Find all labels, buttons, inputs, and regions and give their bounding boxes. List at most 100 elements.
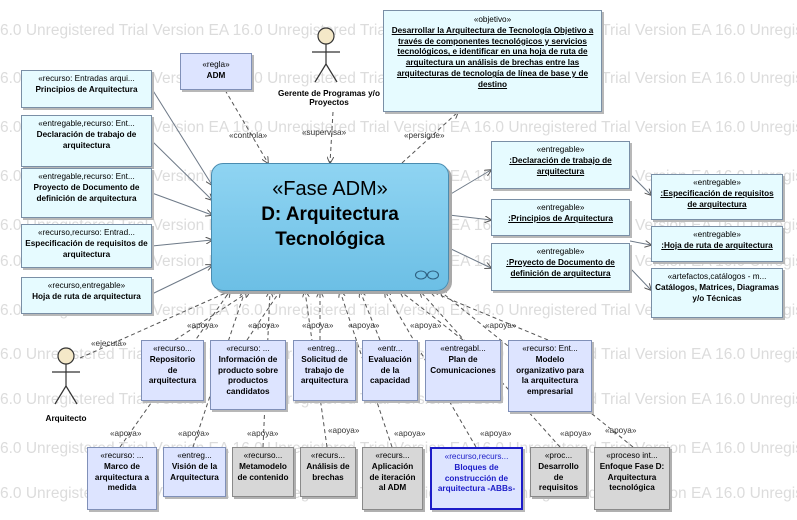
actor-arquitecto-icon (52, 347, 80, 405)
actor-gerente-icon (312, 27, 340, 83)
output-name: :Especificación de requisitos de arquite… (660, 188, 774, 209)
apoya-connector (440, 291, 634, 448)
output-stereotype: «entregable» (693, 178, 741, 187)
output-catalogos[interactable]: «artefactos,catálogos - m... Catálogos, … (651, 268, 783, 318)
input-stereotype: «recurso: Entradas arqui... (38, 74, 135, 83)
apoya-connector (430, 291, 549, 341)
support-stereotype: «recurso: ... (226, 344, 270, 353)
support-name: Visión de la Arquitectura (170, 461, 219, 482)
input-stereotype: «entregable,recurso: Ent... (38, 119, 135, 128)
regla-stereotype: «regla» (202, 60, 230, 69)
apoya-label: «apoya» (560, 429, 592, 438)
support-stereotype: «recurso: ... (100, 451, 144, 460)
input-connector (151, 140, 212, 200)
input-name: Declaración de trabajo de arquitectura (36, 129, 137, 150)
apoya-connector (400, 291, 464, 341)
output-especificacion[interactable]: «entregable» :Especificación de requisit… (651, 174, 783, 220)
support-stereotype: «entreg... (307, 344, 342, 353)
support-informacion-producto[interactable]: «recurso: ... Información de producto so… (210, 340, 286, 410)
output-connector (629, 173, 651, 195)
support-solicitud-trabajo[interactable]: «entreg... Solicitud de trabajo de arqui… (293, 340, 356, 401)
apoya-label: «apoya» (410, 321, 442, 330)
input-connector (151, 192, 212, 215)
support-stereotype: «proc... (544, 451, 573, 460)
main-name: D: Arquitectura Tecnológica (261, 204, 399, 250)
supervisa-label: «supervisa» (302, 128, 347, 137)
input-principios[interactable]: «recurso: Entradas arqui... Principios d… (21, 70, 152, 108)
persigue-connector (401, 112, 458, 164)
support-enfoque-fase-d[interactable]: «proceso int... Enfoque Fase D: Arquitec… (594, 447, 670, 510)
main-stereotype: «Fase ADM» (272, 178, 388, 200)
support-vision-arquitectura[interactable]: «entreg... Visión de la Arquitectura (163, 447, 226, 497)
output-principios[interactable]: «entregable» :Principios de Arquitectura (491, 199, 630, 236)
output-stereotype: «entregable» (693, 230, 741, 239)
controla-connector (224, 89, 268, 163)
support-analisis-brechas[interactable]: «recurs... Análisis de brechas (300, 447, 356, 497)
support-stereotype: «entreg... (177, 451, 212, 460)
support-metamodelo[interactable]: «recurso... Metamodelo de contenido (232, 447, 294, 497)
support-bloques-construccion[interactable]: «recurso,recurs... Bloques de construcci… (430, 447, 523, 510)
support-marco-arquitectura[interactable]: «recurso: ... Marco de arquitectura a me… (87, 447, 157, 510)
input-name: Especificación de requisitos de arquitec… (25, 238, 148, 259)
support-name: Bloques de construcción de arquitectura … (437, 462, 516, 494)
support-stereotype: «entr... (377, 344, 403, 353)
support-name: Metamodelo de contenido (237, 461, 289, 482)
input-stereotype: «recurso,entregable» (47, 281, 126, 290)
support-name: Marco de arquitectura a medida (94, 461, 150, 493)
support-name: Desarrollo de requisitos (538, 461, 579, 493)
input-proyecto-documento[interactable]: «entregable,recurso: Ent... Proyecto de … (21, 168, 152, 218)
support-evaluacion-capacidad[interactable]: «entr... Evaluación de la capacidad (362, 340, 418, 401)
output-stereotype: «artefactos,catálogos - m... (667, 272, 767, 281)
output-declaracion[interactable]: «entregable» :Declaración de trabajo de … (491, 141, 630, 189)
input-stereotype: «recurso,recurso: Entrad... (38, 228, 135, 237)
support-modelo-organizativo[interactable]: «recurso: Ent... Modelo organizativo par… (508, 340, 592, 412)
output-hoja-ruta[interactable]: «entregable» :Hoja de ruta de arquitectu… (651, 226, 783, 262)
apoya-label: «apoya» (187, 321, 219, 330)
input-especificacion[interactable]: «recurso,recurso: Entrad... Especificaci… (21, 224, 152, 268)
input-declaracion[interactable]: «entregable,recurso: Ent... Declaración … (21, 115, 152, 167)
support-stereotype: «recurso... (243, 451, 283, 460)
support-stereotype: «recurso,recurs... (444, 452, 509, 461)
support-stereotype: «recurso: Ent... (522, 344, 578, 353)
output-connector (448, 247, 491, 268)
input-name: Principios de Arquitectura (35, 84, 138, 94)
support-repositorio[interactable]: «recurso... Repositorio de arquitectura (141, 340, 204, 401)
objetivo-box[interactable]: «objetivo» Desarrollar la Arquitectura d… (383, 10, 602, 112)
apoya-label: «apoya» (348, 321, 380, 330)
support-name: Información de producto sobre productos … (217, 354, 279, 397)
support-stereotype: «proceso int... (606, 451, 658, 460)
support-name: Plan de Comunicaciones (430, 354, 496, 375)
apoya-connector (385, 291, 477, 448)
fase-adm-main[interactable]: «Fase ADM» D: Arquitectura Tecnológica (211, 163, 449, 291)
regla-adm[interactable]: «regla» ADM (180, 53, 252, 90)
output-stereotype: «entregable» (536, 247, 585, 256)
apoya-connector (174, 291, 250, 341)
apoya-label: «apoya» (605, 426, 637, 435)
input-connector (151, 240, 212, 247)
support-name: Análisis de brechas (306, 461, 350, 482)
support-name: Evaluación de la capacidad (368, 354, 412, 386)
support-desarrollo-requisitos[interactable]: «proc... Desarrollo de requisitos (530, 447, 587, 497)
support-stereotype: «recurso... (153, 344, 192, 353)
output-connector (448, 214, 491, 220)
input-connector (151, 265, 212, 295)
objetivo-name: Desarrollar la Arquitectura de Tecnologí… (391, 25, 594, 89)
regla-name: ADM (206, 70, 226, 80)
output-stereotype: «entregable» (536, 145, 585, 154)
support-name: Solicitud de trabajo de arquitectura (300, 354, 349, 386)
support-plan-comunicaciones[interactable]: «entregabl... Plan de Comunicaciones (425, 340, 501, 401)
support-aplicacion-iteracion[interactable]: «recurs... Aplicación de iteración al AD… (362, 447, 423, 510)
controla-label: «controla» (229, 131, 268, 140)
apoya-connector (246, 291, 280, 341)
apoya-label: «apoya» (110, 429, 142, 438)
output-name: :Declaración de trabajo de arquitectura (509, 155, 612, 176)
apoya-label: «apoya» (248, 321, 280, 330)
actor-arquitecto-name: Arquitecto (45, 414, 87, 423)
support-stereotype: «recurs... (310, 451, 346, 460)
input-hoja-ruta[interactable]: «recurso,entregable» Hoja de ruta de arq… (21, 277, 152, 314)
support-stereotype: «entregabl... (440, 344, 486, 353)
output-proyecto-documento[interactable]: «entregable» :Proyecto de Documento de d… (491, 243, 630, 291)
ejecuta-connector (79, 291, 230, 359)
support-stereotype: «recurs... (375, 451, 410, 460)
